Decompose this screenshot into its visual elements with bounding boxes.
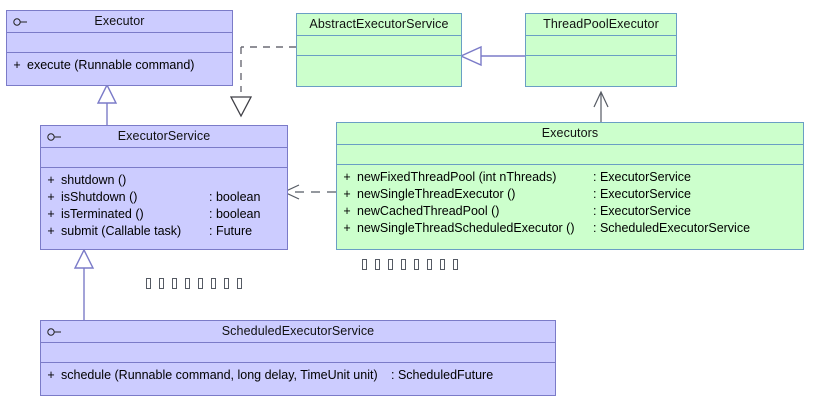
operation-row[interactable]: + newSingleThreadExecutor () : ExecutorS… <box>337 186 803 203</box>
operation-row[interactable]: + submit (Callable task) : Future <box>41 223 287 240</box>
relationship-executors-depends-executorservice <box>282 184 336 200</box>
missing-glyph-box <box>388 259 393 270</box>
attributes-compartment-thread-pool-executor <box>526 36 676 56</box>
attributes-compartment-executors <box>337 145 803 165</box>
class-box-executor-service[interactable]: ExecutorService + shutdown () + isShutdo… <box>40 125 288 250</box>
relationship-threadpoolexecutor-extends-abstractexecutorservice <box>459 45 525 67</box>
operation-row[interactable]: + newSingleThreadScheduledExecutor () : … <box>337 220 803 237</box>
missing-glyph-box <box>185 278 190 289</box>
operation-signature: schedule (Runnable command, long delay, … <box>61 368 378 382</box>
class-box-scheduled-executor-service[interactable]: ScheduledExecutorService + schedule (Run… <box>40 320 556 396</box>
operation-return-type: : ExecutorService <box>593 187 691 201</box>
operation-signature: newSingleThreadExecutor () <box>357 187 516 201</box>
interface-lollipop-icon <box>13 17 27 26</box>
missing-glyph-box <box>427 259 432 270</box>
operations-compartment-executors: + newFixedThreadPool (int nThreads) : Ex… <box>337 165 803 249</box>
relationship-executorservice-extends-executor <box>96 83 118 125</box>
class-header-thread-pool-executor: ThreadPoolExecutor <box>526 14 676 36</box>
class-header-executors: Executors <box>337 123 803 145</box>
missing-glyph-run-right <box>362 259 458 270</box>
operation-row[interactable]: + shutdown () <box>41 172 287 189</box>
class-box-executor[interactable]: Executor + execute (Runnable command) <box>6 10 233 86</box>
missing-glyph-box <box>146 278 151 289</box>
class-header-executor: Executor <box>7 11 232 33</box>
operation-visibility: + <box>47 173 55 187</box>
interface-lollipop-icon <box>47 132 61 141</box>
relationship-executors-uses-threadpoolexecutor <box>593 90 609 122</box>
operation-visibility: + <box>343 187 351 201</box>
class-name-executors: Executors <box>541 126 599 141</box>
relationship-abstractexecutorservice-realizes-executorservice <box>229 46 296 118</box>
attributes-compartment-abstract-executor-service <box>297 36 461 56</box>
operation-return-type: : ScheduledFuture <box>391 368 494 382</box>
operation-row[interactable]: + schedule (Runnable command, long delay… <box>41 367 555 384</box>
attributes-compartment-executor <box>7 33 232 53</box>
class-header-scheduled-executor-service: ScheduledExecutorService <box>41 321 555 343</box>
operation-visibility: + <box>343 170 351 184</box>
operation-row[interactable]: + execute (Runnable command) <box>7 57 232 74</box>
attributes-compartment-scheduled-executor-service <box>41 343 555 363</box>
operation-row[interactable]: + newFixedThreadPool (int nThreads) : Ex… <box>337 169 803 186</box>
class-box-abstract-executor-service[interactable]: AbstractExecutorService <box>296 13 462 87</box>
operation-visibility: + <box>47 207 55 221</box>
operation-signature: isShutdown () <box>61 190 138 204</box>
missing-glyph-box <box>237 278 242 289</box>
operation-signature: shutdown () <box>61 173 127 187</box>
missing-glyph-box <box>224 278 229 289</box>
operation-signature: submit (Callable task) <box>61 224 182 238</box>
operations-compartment-thread-pool-executor <box>526 56 676 86</box>
operation-row[interactable]: + isShutdown () : boolean <box>41 189 287 206</box>
operation-visibility: + <box>343 221 351 235</box>
operation-row[interactable]: + isTerminated () : boolean <box>41 206 287 223</box>
operation-signature: newCachedThreadPool () <box>357 204 500 218</box>
operation-signature: newFixedThreadPool (int nThreads) <box>357 170 557 184</box>
operation-return-type: : boolean <box>209 190 261 204</box>
attributes-compartment-executor-service <box>41 148 287 168</box>
operation-visibility: + <box>47 190 55 204</box>
class-name-scheduled-executor-service: ScheduledExecutorService <box>221 324 375 339</box>
class-name-executor-service: ExecutorService <box>117 129 211 144</box>
operation-return-type: : ExecutorService <box>593 170 691 184</box>
interface-lollipop-icon <box>47 327 61 336</box>
operation-signature: execute (Runnable command) <box>27 58 195 72</box>
operations-compartment-executor: + execute (Runnable command) <box>7 53 232 85</box>
class-name-executor: Executor <box>94 14 145 29</box>
class-header-abstract-executor-service: AbstractExecutorService <box>297 14 461 36</box>
operations-compartment-executor-service: + shutdown () + isShutdown () : boolean … <box>41 168 287 249</box>
class-name-abstract-executor-service: AbstractExecutorService <box>309 17 449 32</box>
operations-compartment-scheduled-executor-service: + schedule (Runnable command, long delay… <box>41 363 555 395</box>
missing-glyph-box <box>375 259 380 270</box>
operation-row[interactable]: + newCachedThreadPool () : ExecutorServi… <box>337 203 803 220</box>
operation-visibility: + <box>343 204 351 218</box>
operations-compartment-abstract-executor-service <box>297 56 461 86</box>
operation-return-type: : Future <box>209 224 253 238</box>
operation-visibility: + <box>47 368 55 382</box>
missing-glyph-box <box>159 278 164 289</box>
operation-signature: isTerminated () <box>61 207 144 221</box>
operation-return-type: : ScheduledExecutorService <box>593 221 751 235</box>
class-box-executors[interactable]: Executors + newFixedThreadPool (int nThr… <box>336 122 804 250</box>
missing-glyph-run-left <box>146 278 242 289</box>
missing-glyph-box <box>401 259 406 270</box>
operation-visibility: + <box>13 58 21 72</box>
relationship-scheduledexecutorservice-extends-executorservice <box>73 248 95 320</box>
missing-glyph-box <box>362 259 367 270</box>
operation-return-type: : ExecutorService <box>593 204 691 218</box>
missing-glyph-box <box>453 259 458 270</box>
missing-glyph-box <box>172 278 177 289</box>
class-header-executor-service: ExecutorService <box>41 126 287 148</box>
missing-glyph-box <box>198 278 203 289</box>
operation-return-type: : boolean <box>209 207 261 221</box>
class-box-thread-pool-executor[interactable]: ThreadPoolExecutor <box>525 13 677 87</box>
missing-glyph-box <box>440 259 445 270</box>
missing-glyph-box <box>211 278 216 289</box>
class-name-thread-pool-executor: ThreadPoolExecutor <box>543 17 659 32</box>
operation-visibility: + <box>47 224 55 238</box>
missing-glyph-box <box>414 259 419 270</box>
operation-signature: newSingleThreadScheduledExecutor () <box>357 221 575 235</box>
